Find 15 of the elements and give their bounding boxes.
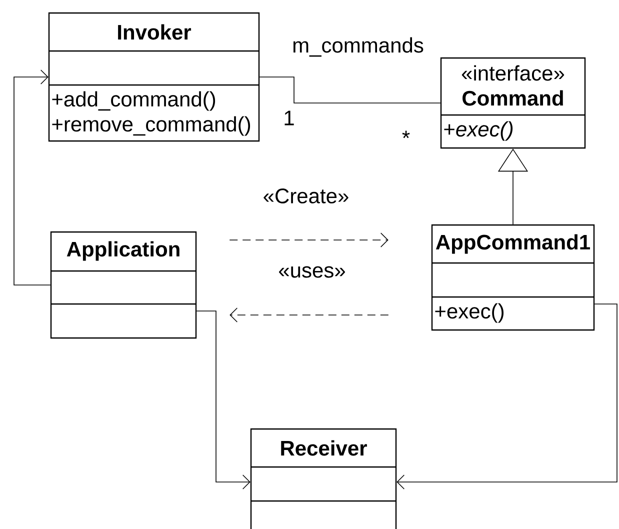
class-box: «interface» Command +exec() <box>440 57 586 149</box>
arrow <box>230 308 389 322</box>
class-box: Receiver <box>250 428 397 529</box>
class-box: AppCommand1 +exec() <box>431 224 595 331</box>
multiplicity: 1 <box>284 110 294 126</box>
arrow <box>229 232 388 248</box>
class-box: Invoker +add_command() +remove_command() <box>48 12 260 142</box>
edge-label: «Create» <box>262 188 350 204</box>
arrow <box>396 304 618 490</box>
arrow <box>14 70 51 286</box>
arrow <box>196 310 250 490</box>
edge-label: m_commands <box>291 36 425 58</box>
multiplicity: * <box>402 130 410 138</box>
class-box: Application <box>50 231 197 339</box>
edge-label: «uses» <box>277 265 347 279</box>
